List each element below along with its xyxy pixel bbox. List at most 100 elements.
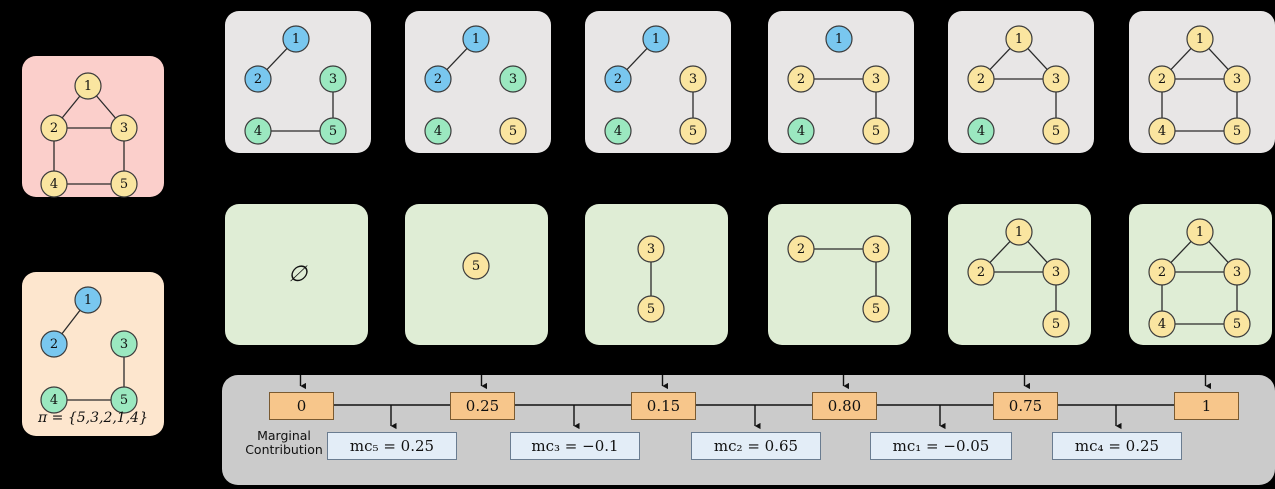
graph-node-4[interactable]: 4 [40,170,68,198]
graph-node-2[interactable]: 2 [604,65,632,93]
graph-node-3[interactable]: 3 [637,235,665,263]
graph-node-4[interactable]: 4 [244,117,272,145]
svg-text:5: 5 [1052,317,1060,332]
svg-text:4: 4 [1158,124,1166,139]
svg-text:3: 3 [872,72,880,87]
mc-box-3[interactable]: mc₃ = −0.1 [510,432,640,460]
axis-label-line1: Marginal [257,428,311,443]
graph-edge [61,309,81,335]
svg-text:5: 5 [689,124,697,139]
graph-node-5[interactable]: 5 [1042,117,1070,145]
graph-node-4[interactable]: 4 [787,117,815,145]
svg-text:3: 3 [1052,265,1060,280]
graph-node-5[interactable]: 5 [499,117,527,145]
graph-node-5[interactable]: 5 [110,170,138,198]
mc-box-1[interactable]: mc₁ = −0.05 [870,432,1012,460]
graph-node-1[interactable]: 1 [642,25,670,53]
svg-text:2: 2 [50,337,58,352]
top-graph-5: 1 2 3 4 5 [967,25,1070,145]
svg-text:4: 4 [434,124,442,139]
svg-text:5: 5 [509,124,517,139]
svg-text:1: 1 [1015,32,1023,47]
axis-label-line2: Contribution [245,442,323,457]
graph-node-5[interactable]: 5 [462,252,490,280]
top-panel-5: 1 2 3 4 5 [948,11,1094,153]
graph-node-3[interactable]: 3 [499,65,527,93]
graph-node-2[interactable]: 2 [787,65,815,93]
graph-node-5[interactable]: 5 [1223,117,1251,145]
svg-text:4: 4 [614,124,622,139]
permutation-caption: π = {5,3,2,1,4} [38,410,148,426]
graph-node-5[interactable]: 5 [862,117,890,145]
graph-node-2[interactable]: 2 [244,65,272,93]
graph-node-1[interactable]: 1 [1186,25,1214,53]
svg-text:5: 5 [1233,317,1241,332]
graph-node-1[interactable]: 1 [825,25,853,53]
graph-node-2[interactable]: 2 [967,65,995,93]
graph-node-4[interactable]: 4 [424,117,452,145]
graph-node-2[interactable]: 2 [787,235,815,263]
graph-node-2[interactable]: 2 [1148,258,1176,286]
graph-node-5[interactable]: 5 [637,295,665,323]
svg-text:3: 3 [120,121,128,136]
value-box-0[interactable]: 0 [269,392,334,420]
graph-node-5[interactable]: 5 [679,117,707,145]
graph-node-3[interactable]: 3 [679,65,707,93]
top-panel-6: 1 2 3 4 5 [1129,11,1275,153]
graph-node-3[interactable]: 3 [110,114,138,142]
graph-node-4[interactable]: 4 [1148,310,1176,338]
svg-text:3: 3 [872,242,880,257]
coalition-graph-3: 3 5 [637,235,665,323]
value-box-5[interactable]: 1 [1174,392,1239,420]
graph-node-2[interactable]: 2 [1148,65,1176,93]
graph-node-4[interactable]: 4 [40,386,68,414]
graph-node-4[interactable]: 4 [604,117,632,145]
svg-text:5: 5 [872,124,880,139]
mc-box-4[interactable]: mc₄ = 0.25 [1052,432,1182,460]
graph-node-3[interactable]: 3 [1223,258,1251,286]
graph-node-5[interactable]: 5 [110,386,138,414]
graph-node-3[interactable]: 3 [1223,65,1251,93]
mc-box-2[interactable]: mc₂ = 0.65 [691,432,821,460]
coalition-panel-4: 2 3 5 [768,204,911,345]
graph-node-5[interactable]: 5 [1042,310,1070,338]
graph-node-5[interactable]: 5 [319,117,347,145]
graph-node-1[interactable]: 1 [282,25,310,53]
mc-box-5[interactable]: mc₅ = 0.25 [327,432,457,460]
value-box-3[interactable]: 0.80 [812,392,877,420]
graph-node-3[interactable]: 3 [110,330,138,358]
graph-node-4[interactable]: 4 [1148,117,1176,145]
graph-node-1[interactable]: 1 [1186,218,1214,246]
graph-node-3[interactable]: 3 [862,65,890,93]
coalition-panel-6: 1 2 3 4 5 [1129,204,1272,345]
graph-node-1[interactable]: 1 [74,72,102,100]
graph-node-5[interactable]: 5 [1223,310,1251,338]
graph-node-4[interactable]: 4 [967,117,995,145]
graph-node-1[interactable]: 1 [74,286,102,314]
graph-node-2[interactable]: 2 [40,114,68,142]
top-graph-6: 1 2 3 4 5 [1148,25,1251,145]
value-box-2[interactable]: 0.15 [631,392,696,420]
top-panel-4: 1 2 3 4 5 [768,11,914,153]
top-panel-3: 1 2 3 4 5 [585,11,731,153]
svg-text:4: 4 [1158,317,1166,332]
graph-node-3[interactable]: 3 [1042,65,1070,93]
value-box-1[interactable]: 0.25 [450,392,515,420]
graph-edge [446,47,468,71]
graph-node-1[interactable]: 1 [1005,25,1033,53]
svg-text:2: 2 [254,72,262,87]
graph-node-3[interactable]: 3 [1042,258,1070,286]
graph-node-2[interactable]: 2 [424,65,452,93]
graph-node-5[interactable]: 5 [862,295,890,323]
axis-label: Marginal Contribution [234,429,334,457]
graph-node-3[interactable]: 3 [862,235,890,263]
graph-node-2[interactable]: 2 [40,330,68,358]
svg-text:2: 2 [977,265,985,280]
svg-text:5: 5 [472,259,480,274]
graph-node-1[interactable]: 1 [1005,218,1033,246]
graph-node-3[interactable]: 3 [319,65,347,93]
graph-node-2[interactable]: 2 [967,258,995,286]
coalition-panel-3: 3 5 [585,204,728,345]
value-box-4[interactable]: 0.75 [993,392,1058,420]
graph-node-1[interactable]: 1 [462,25,490,53]
